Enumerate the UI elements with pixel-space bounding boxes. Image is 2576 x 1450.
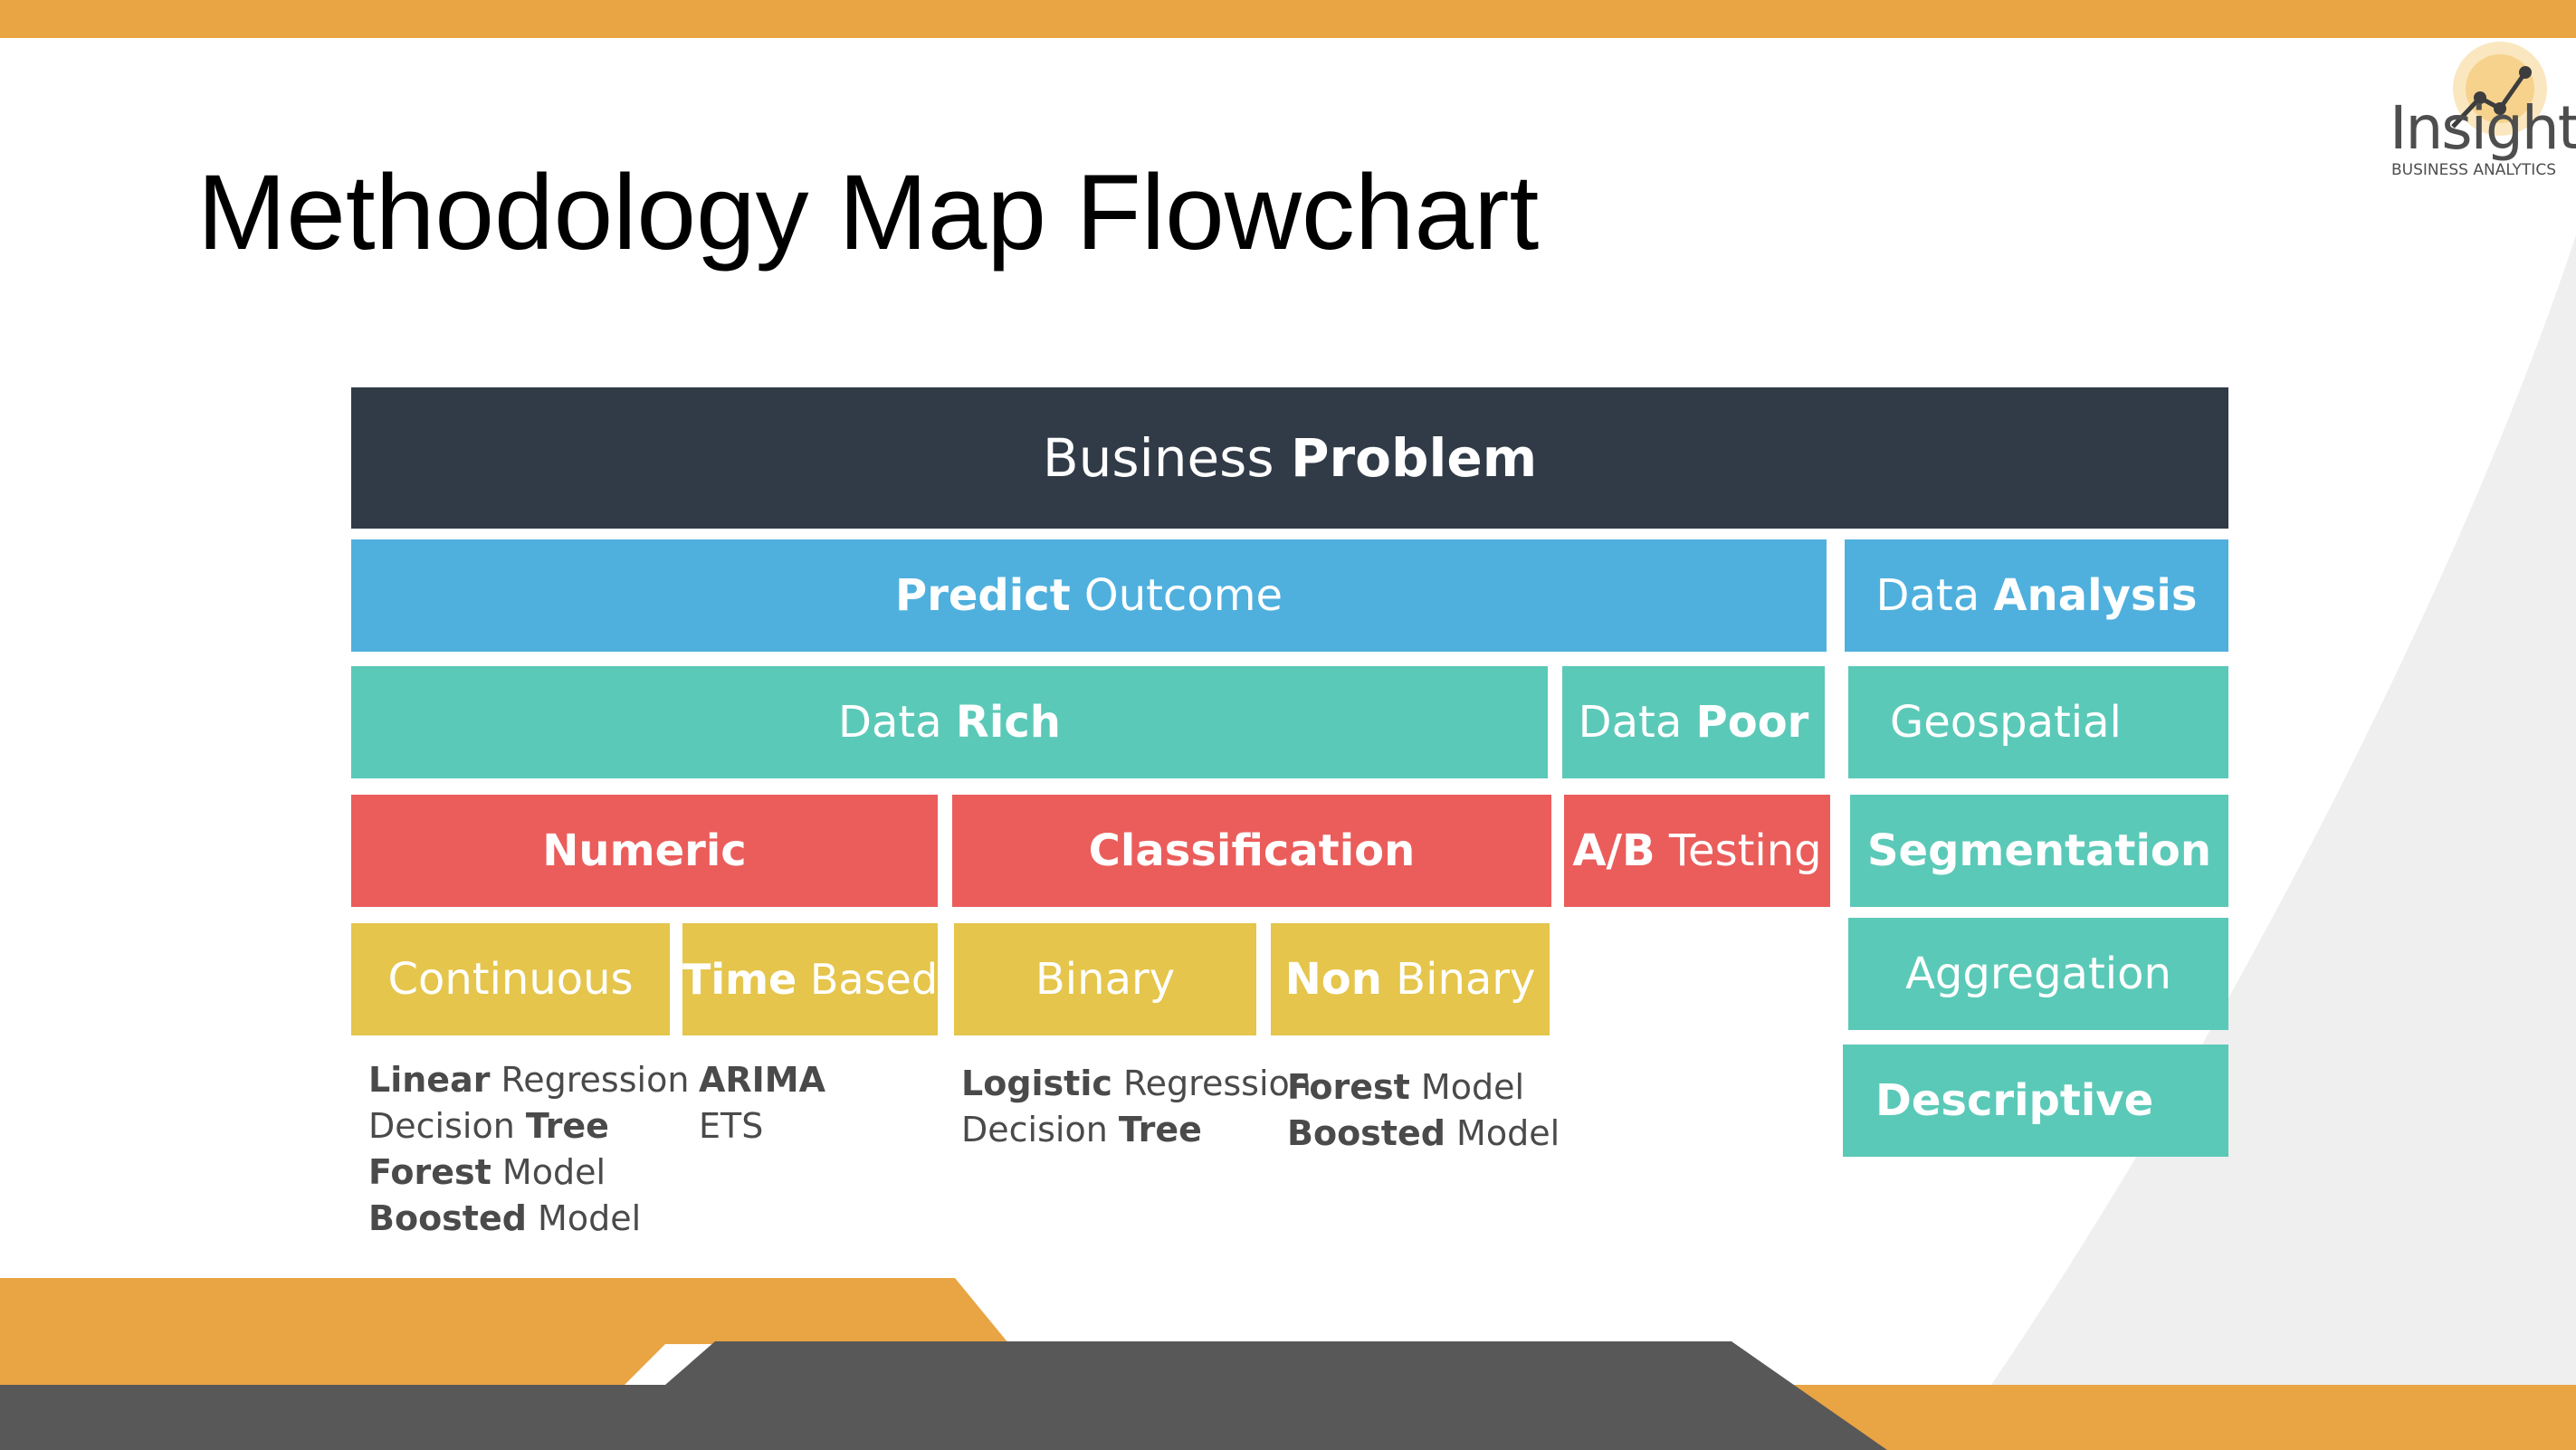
page-title: Methodology Map Flowchart [197,153,1540,272]
time-based-light: Based [809,955,939,1004]
aggregation-label: Aggregation [1905,949,2171,999]
numeric-label: Numeric [542,825,747,876]
predict-outcome-light: Outcome [1083,570,1283,621]
non-binary-block: Non Binary [1271,923,1550,1035]
method-item: Boosted Model [1287,1111,1560,1157]
business-problem-block: Business Problem [351,387,2228,529]
data-poor-bold: Poor [1695,697,1809,748]
method-item: ETS [699,1103,825,1150]
predict-outcome-block: Predict Outcome [351,539,1827,652]
non-binary-bold: Non [1284,954,1382,1005]
time-based-methods-list: ARIMA ETS [699,1057,825,1150]
ab-testing-block: A/B Testing [1564,795,1830,907]
method-item: ARIMA [699,1057,825,1103]
method-item: Decision Tree [961,1107,1312,1153]
method-light: Model [1456,1113,1560,1153]
binary-methods-list: Logistic Regression Decision Tree [961,1061,1312,1153]
continuous-block: Continuous [351,923,670,1035]
continuous-methods-list: Linear Regression Decision Tree Forest M… [368,1057,689,1242]
geospatial-block: Geospatial [1848,666,2228,778]
method-item: Forest Model [368,1150,689,1196]
data-poor-block: Data Poor [1562,666,1825,778]
data-analysis-bold: Analysis [1993,570,2198,621]
method-light: Model [501,1152,606,1192]
aggregation-block: Aggregation [1848,918,2228,1030]
ab-testing-light: Testing [1668,825,1822,876]
data-poor-light: Data [1578,697,1683,748]
data-analysis-light: Data [1875,570,1980,621]
descriptive-label: Descriptive [1875,1075,2154,1126]
logo-subtitle: BUSINESS ANALYTICS [2391,161,2556,179]
descriptive-block: Descriptive [1843,1045,2228,1157]
top-accent-bar [0,0,2576,38]
segmentation-label: Segmentation [1866,825,2212,876]
binary-block: Binary [954,923,1256,1035]
method-item: Boosted Model [368,1196,689,1242]
method-bold: Tree [1118,1110,1202,1150]
business-problem-light: Business [1042,427,1274,489]
continuous-label: Continuous [387,954,634,1005]
method-light: Model [538,1198,642,1238]
method-bold: Forest [1287,1067,1410,1107]
method-light: Regression [1122,1064,1312,1103]
method-item: Decision Tree [368,1103,689,1150]
data-analysis-block: Data Analysis [1845,539,2228,652]
time-based-block: Time Based [682,923,938,1035]
binary-label: Binary [1035,954,1176,1005]
method-light: Regression [501,1060,690,1100]
method-light: Decision [961,1110,1108,1150]
segmentation-block: Segmentation [1850,795,2228,907]
non-binary-light: Binary [1396,954,1536,1005]
method-item: Forest Model [1287,1064,1560,1111]
time-based-bold: Time [682,955,797,1004]
data-rich-light: Data [838,697,942,748]
method-light: Model [1420,1067,1525,1107]
geospatial-label: Geospatial [1890,697,2122,748]
method-bold: Tree [525,1106,609,1146]
insight-logo: Insight BUSINESS ANALYTICS [2380,36,2576,190]
classification-label: Classification [1088,825,1416,876]
logo-wordmark: Insight [2390,93,2576,163]
method-bold: Linear [368,1060,491,1100]
method-light: Decision [368,1106,515,1146]
method-item: Linear Regression [368,1057,689,1103]
method-item: Logistic Regression [961,1061,1312,1107]
non-binary-methods-list: Forest Model Boosted Model [1287,1064,1560,1157]
predict-outcome-bold: Predict [895,570,1071,621]
logo-sunburst-icon [2451,42,2547,136]
method-bold: Boosted [1287,1113,1445,1153]
data-rich-bold: Rich [955,697,1061,748]
method-bold: Boosted [368,1198,527,1238]
data-rich-block: Data Rich [351,666,1548,778]
ab-testing-bold: A/B [1572,825,1655,876]
method-bold: Forest [368,1152,491,1192]
method-bold: ARIMA [699,1060,826,1100]
method-bold: Logistic [961,1064,1112,1103]
classification-block: Classification [952,795,1551,907]
business-problem-bold: Problem [1291,427,1538,489]
method-light: ETS [699,1106,764,1146]
numeric-block: Numeric [351,795,938,907]
